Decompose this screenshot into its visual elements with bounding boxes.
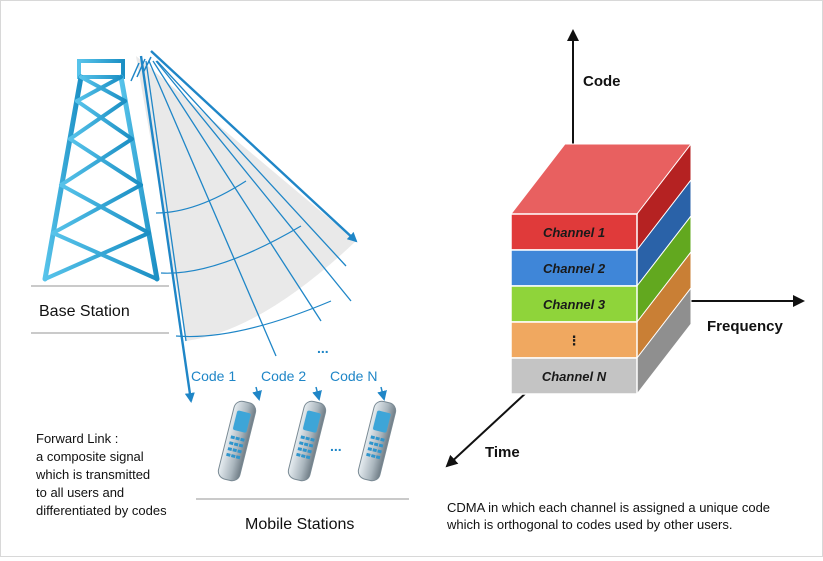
channel-front-n bbox=[510, 357, 638, 395]
channel-stack: Channel 1 Channel 2 Channel 3 ⋮ Channel N bbox=[509, 142, 693, 396]
channel-front-2 bbox=[510, 249, 638, 287]
channel-front-1 bbox=[510, 213, 638, 251]
frequency-axis-label: Frequency bbox=[707, 318, 784, 335]
channel-label-2: Channel 2 bbox=[543, 261, 606, 276]
mobile-phone-2 bbox=[287, 400, 327, 482]
channel-front-4 bbox=[510, 321, 638, 359]
forward-link-line-4: to all users and bbox=[36, 485, 124, 500]
channel-label-3: Channel 3 bbox=[543, 297, 606, 312]
time-axis-label: Time bbox=[485, 444, 520, 461]
channel-label-1: Channel 1 bbox=[543, 225, 605, 240]
mobile-stations-label: Mobile Stations bbox=[245, 516, 354, 533]
mobile-phone-n bbox=[357, 400, 397, 482]
forward-link-line-1: Forward Link : bbox=[36, 431, 118, 446]
code-ellipsis: ... bbox=[317, 340, 329, 356]
forward-link-caption: Forward Link : a composite signal which … bbox=[35, 431, 167, 518]
code-label-n: Code N bbox=[330, 368, 377, 384]
code-labels: Code 1 Code 2 ... Code N bbox=[191, 340, 387, 401]
cdma-caption-line-2: which is orthogonal to codes used by oth… bbox=[446, 517, 732, 532]
channel-front-3 bbox=[510, 285, 638, 323]
channel-label-4: ⋮ bbox=[568, 333, 581, 348]
phone-ellipsis: ... bbox=[330, 438, 342, 454]
mobile-phone-1 bbox=[217, 400, 257, 482]
code-axis-label: Code bbox=[583, 73, 621, 90]
base-station-label: Base Station bbox=[39, 303, 130, 320]
code-label-2: Code 2 bbox=[261, 368, 306, 384]
channel-label-n: Channel N bbox=[542, 369, 607, 384]
code-label-1: Code 1 bbox=[191, 368, 236, 384]
base-station-tower bbox=[42, 35, 160, 282]
forward-link-line-3: which is transmitted bbox=[35, 467, 150, 482]
forward-link-line-2: a composite signal bbox=[36, 449, 144, 464]
forward-link-line-5: differentiated by codes bbox=[36, 503, 167, 518]
cdma-caption-line-1: CDMA in which each channel is assigned a… bbox=[447, 500, 770, 515]
signal-beam-fan bbox=[130, 50, 358, 403]
